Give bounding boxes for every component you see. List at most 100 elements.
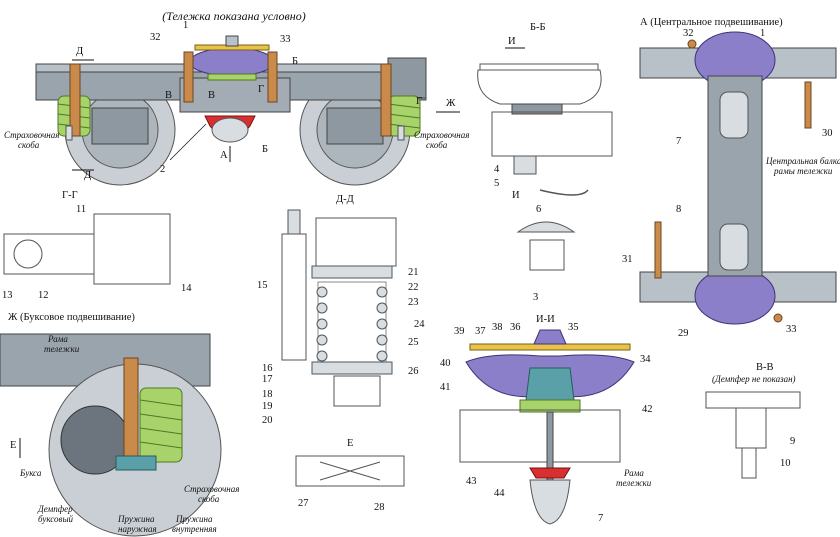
callout-10: 10 xyxy=(780,458,791,469)
bb-beam xyxy=(491,111,613,157)
callout-9: 9 xyxy=(790,436,795,447)
caption-frame-zh-2: тележки xyxy=(44,344,80,354)
callout-24: 24 xyxy=(414,319,425,330)
section-d-top: Д xyxy=(76,46,83,57)
ii-frame xyxy=(459,409,621,463)
view-a-title: А (Центральное подвешивание) xyxy=(640,17,783,28)
callout-26: 26 xyxy=(408,366,419,377)
vv-plate xyxy=(705,391,801,409)
caption-safety-left-1: Страховочная xyxy=(4,130,59,140)
bb-air-spring xyxy=(477,69,602,105)
caption-safety-right-1: Страховочная xyxy=(414,130,469,140)
bogie-frame-end xyxy=(387,57,427,99)
callout-17: 17 xyxy=(262,374,273,385)
view-zh: Ж (Буксовое подвешивание) Рама тележки Б… xyxy=(0,312,239,537)
bb-hose xyxy=(539,189,589,196)
a-callout-29: 29 xyxy=(678,328,689,339)
a-callout-1: 1 xyxy=(760,28,765,39)
caption-damper-2: буксовый xyxy=(38,514,74,524)
callout-3: 3 xyxy=(533,292,538,303)
gg-box xyxy=(93,213,171,285)
vv-body xyxy=(735,407,767,449)
axlebox-right xyxy=(326,107,384,145)
bb-body xyxy=(529,239,565,271)
gg-body xyxy=(3,233,95,275)
air-spring-valve xyxy=(225,35,239,47)
callout-38: 38 xyxy=(492,322,503,333)
callout-14: 14 xyxy=(181,283,192,294)
callout-40: 40 xyxy=(440,358,451,369)
view-dd: Д-Д 15 16 17 18 19 20 21 22 23 24 25 26 xyxy=(257,194,425,426)
section-g-top: Г xyxy=(258,84,264,95)
axlebox-damper-left xyxy=(69,63,81,137)
a-damper-30 xyxy=(804,81,812,129)
dd-spring xyxy=(311,265,393,375)
callout-20: 20 xyxy=(262,415,273,426)
zh-bracket xyxy=(115,455,157,471)
callout-13: 13 xyxy=(2,290,13,301)
vertical-damper-32 xyxy=(183,51,194,103)
section-b-top: Б xyxy=(292,56,298,67)
view-bb-title: Б-Б xyxy=(530,22,546,33)
ii-core xyxy=(525,367,575,401)
gg-bushing xyxy=(13,239,43,269)
section-a: А xyxy=(220,150,228,161)
callout-37: 37 xyxy=(475,326,486,337)
caption-spring-outer-1: Пружина xyxy=(117,514,155,524)
view-a: А (Центральное подвешивание) 32 1 7 30 8… xyxy=(622,17,840,339)
e-body xyxy=(295,455,405,487)
view-vv-note: (Демпфер не показан) xyxy=(712,374,796,384)
vertical-damper-33 xyxy=(267,51,278,103)
ii-bracket xyxy=(529,467,571,479)
callout-35: 35 xyxy=(568,322,579,333)
a-reservoir-7 xyxy=(719,91,749,139)
callout-6: 6 xyxy=(536,204,541,215)
caption-safety-zh-2: скоба xyxy=(198,494,220,504)
caption-frame-ii-1: Рама xyxy=(623,468,644,478)
bb-base xyxy=(511,103,563,115)
view-ii-title: И-И xyxy=(536,314,555,325)
callout-28: 28 xyxy=(374,502,385,513)
view-e-title: Е xyxy=(347,438,353,449)
callout-36: 36 xyxy=(510,322,521,333)
caption-spring-outer-2: наружная xyxy=(118,524,157,534)
ii-reservoir xyxy=(529,479,571,525)
main-bogie-view: (Тележка показана условно) xyxy=(4,9,469,186)
a-callout-8: 8 xyxy=(676,204,681,215)
caption-safety-zh-1: Страховочная xyxy=(184,484,239,494)
section-v-left: В xyxy=(165,90,172,101)
view-gg-title: Г-Г xyxy=(62,190,78,201)
callout-11: 11 xyxy=(76,204,86,215)
a-callout-31: 31 xyxy=(622,254,633,265)
zh-spring xyxy=(139,387,183,463)
section-e-arrow: Е xyxy=(10,440,16,451)
caption-frame-ii-2: тележки xyxy=(616,478,652,488)
section-i-bottom: И xyxy=(512,190,520,201)
dd-damper-body xyxy=(281,233,307,361)
bb-valve xyxy=(513,155,537,175)
callout-44: 44 xyxy=(494,488,505,499)
view-bb: Б-Б И 4 5 6 3 И xyxy=(477,22,613,303)
view-vv: В-В (Демпфер не показан) 9 10 xyxy=(705,362,801,479)
callout-1-main: 1 xyxy=(183,20,188,31)
safety-bracket-left xyxy=(65,125,73,141)
section-zh: Ж xyxy=(446,98,456,109)
caption-frame-zh-1: Рама xyxy=(47,334,68,344)
ii-top-plate xyxy=(469,343,631,351)
callout-32-main: 32 xyxy=(150,32,161,43)
a-damper-31 xyxy=(654,221,662,279)
callout-7-ii: 7 xyxy=(598,513,603,524)
a-stop-32 xyxy=(687,39,697,49)
a-stop-33 xyxy=(773,313,783,323)
zh-damper xyxy=(123,357,139,469)
e-diagonal-2 xyxy=(319,461,381,481)
callout-16: 16 xyxy=(262,363,273,374)
bb-cover xyxy=(516,221,576,233)
section-v-right: В xyxy=(208,90,215,101)
axlebox-left xyxy=(91,107,149,145)
primary-spring-right xyxy=(387,95,421,137)
section-b-bottom: Б xyxy=(262,144,268,155)
reservoir xyxy=(211,117,249,143)
ii-nut xyxy=(533,329,567,345)
